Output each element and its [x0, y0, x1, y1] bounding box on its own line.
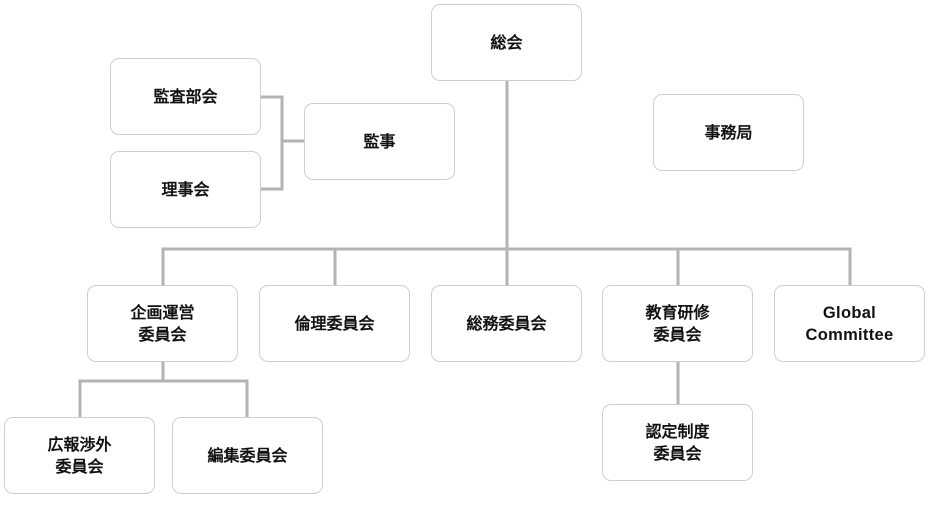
node-kansa-bukai: 監査部会 — [110, 58, 261, 135]
node-kikaku-uneii: 企画運営 委員会 — [87, 285, 238, 362]
node-kanji: 監事 — [304, 103, 455, 180]
node-nintei-seido: 認定制度 委員会 — [602, 404, 753, 481]
node-kyoiku-kenshu: 教育研修 委員会 — [602, 285, 753, 362]
node-sokai: 総会 — [431, 4, 582, 81]
node-somu: 総務委員会 — [431, 285, 582, 362]
node-henshu: 編集委員会 — [172, 417, 323, 494]
node-kouhou-shogai: 広報渉外 委員会 — [4, 417, 155, 494]
node-jimukyoku: 事務局 — [653, 94, 804, 171]
node-global-committee: Global Committee — [774, 285, 925, 362]
node-rinri: 倫理委員会 — [259, 285, 410, 362]
node-rijikai: 理事会 — [110, 151, 261, 228]
